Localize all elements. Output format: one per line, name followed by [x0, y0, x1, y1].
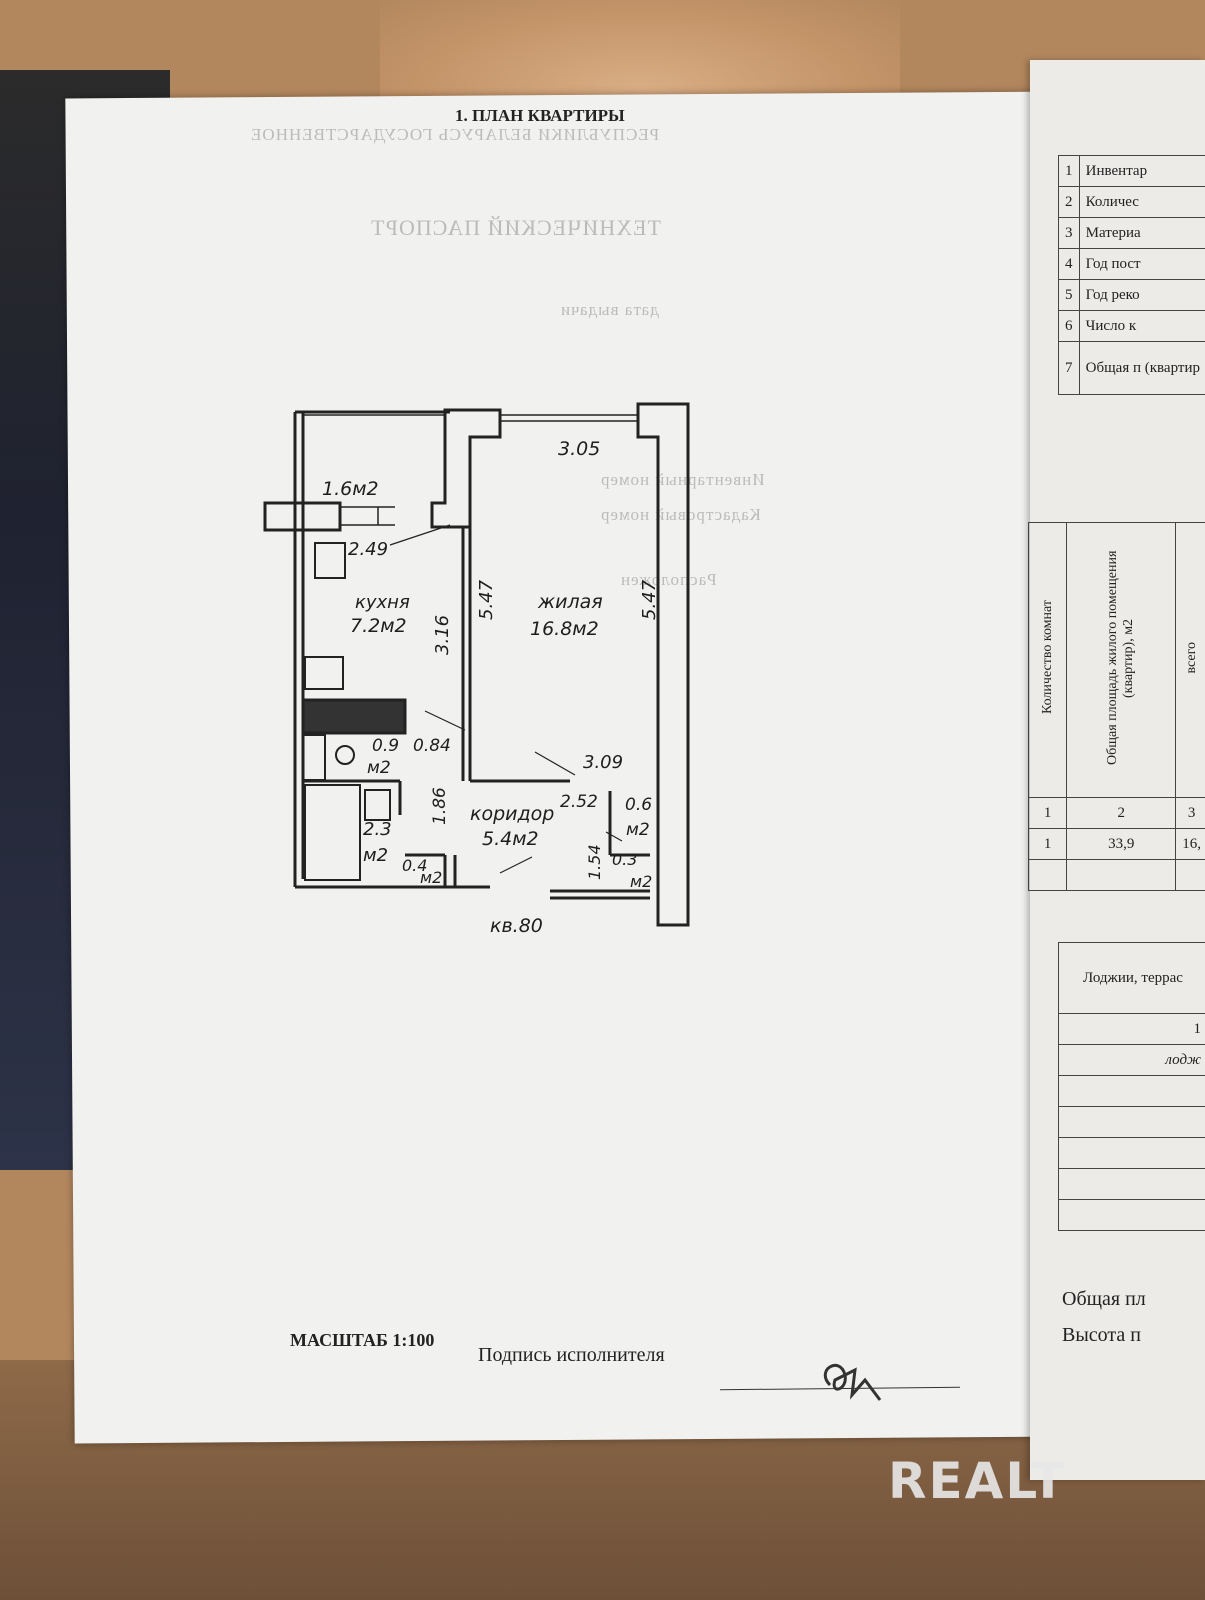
total-area-value: 33,9: [1066, 828, 1177, 860]
table-row: 1 2 3: [1027, 797, 1205, 829]
scale-label: МАСШТАБ 1:100: [290, 1330, 435, 1350]
corridor-width-label: 3.09: [583, 752, 623, 773]
table-row: [1058, 1137, 1205, 1169]
living-width-label: 3.05: [558, 438, 600, 460]
row-number: 6: [1058, 310, 1080, 342]
header-cell: всего: [1175, 522, 1205, 798]
balcony-width-label: 2.49: [348, 539, 388, 560]
loggia-table: Лоджии, террас 1 лодж: [1058, 942, 1205, 1231]
row-text: Инвентар: [1078, 155, 1205, 187]
signature-label: Подпись исполнителя: [478, 1344, 665, 1366]
corridor-label: коридор: [470, 803, 554, 825]
storage-b-area-unit: м2: [630, 872, 652, 891]
total-area-note: Общая пл: [1062, 1288, 1146, 1310]
closet-area-label: 0.4: [402, 856, 427, 875]
table-row: [1058, 1075, 1205, 1107]
apartment-area-table: Количество комнат Общая площадь жилого п…: [1027, 522, 1205, 891]
storage-b-area-label: 0.3: [612, 850, 637, 869]
row-number: 5: [1058, 279, 1080, 311]
row-number: 2: [1058, 186, 1080, 218]
signature-mark: [823, 1363, 882, 1401]
kitchen-label: кухня: [355, 592, 410, 613]
row-number: 4: [1058, 248, 1080, 280]
row-text: Год реко: [1078, 279, 1205, 311]
table-header-row: Количество комнат Общая площадь жилого п…: [1027, 522, 1205, 798]
closet-area-unit: м2: [420, 868, 442, 887]
storage-a-area-unit: м2: [626, 820, 650, 840]
bath-length-label: 1.86: [430, 787, 450, 825]
living-length-right-label: 5.47: [639, 579, 660, 620]
living-area-label: 16.8м2: [530, 618, 599, 640]
bath-area-unit: м2: [363, 845, 388, 866]
header-cell: Количество комнат: [1027, 522, 1068, 798]
kitchen-area-label: 7.2м2: [350, 615, 407, 637]
kitchen-length-label: 3.16: [432, 615, 453, 655]
page-title: 1. ПЛАН КВАРТИРЫ: [455, 106, 625, 125]
background-skin: [380, 0, 900, 110]
index-cell: 2: [1066, 797, 1177, 829]
living-area-value: 16,: [1175, 828, 1205, 860]
table-header-row: Лоджии, террас: [1058, 942, 1205, 1014]
bleed-through-text: дата выдачи: [560, 300, 659, 319]
bath-area-label: 2.3: [363, 819, 392, 840]
realt-watermark: REALT: [888, 1452, 1068, 1510]
wc-area-unit: м2: [367, 758, 391, 778]
table-row: лодж: [1058, 1044, 1205, 1076]
loggia-sub: 1: [1058, 1013, 1205, 1045]
row-number: 3: [1058, 217, 1080, 249]
index-cell: 1: [1027, 797, 1068, 829]
wc-width-label: 0.84: [413, 736, 451, 756]
height-note: Высота п: [1062, 1324, 1141, 1346]
storage-a-area-label: 0.6: [625, 795, 652, 815]
header-cell: Общая площадь жилого помещения (квартир)…: [1066, 522, 1177, 798]
corridor-area-label: 5.4м2: [482, 828, 539, 850]
header-total-area: Общая площадь жилого помещения (квартир)…: [1105, 550, 1137, 765]
living-length-left-label: 5.47: [476, 579, 497, 620]
rooms-count-value: 1: [1027, 828, 1068, 860]
wc-area-label: 0.9: [372, 736, 399, 756]
loggia-header: Лоджии, террас: [1058, 942, 1205, 1014]
table-row: [1058, 1199, 1205, 1231]
floor-plan: 1.6м2 2.49 кухня 7.2м2 3.16 5.47 5.47 3.…: [263, 402, 690, 937]
row-number: 7: [1058, 341, 1080, 395]
row-text: Год пост: [1078, 248, 1205, 280]
storage-b-length-label: 1.54: [585, 844, 604, 880]
table-row: [1058, 1106, 1205, 1138]
table-row: 1 33,9 16,: [1027, 828, 1205, 860]
header-rooms-count: Количество комнат: [1039, 600, 1055, 715]
row-text: Количес: [1078, 186, 1205, 218]
bleed-through-text: ТЕХНИЧЕСКИЙ ПАСПОРТ: [370, 215, 661, 240]
apartment-number-label: кв.80: [490, 915, 543, 937]
header-all: всего: [1183, 641, 1199, 674]
index-cell: 3: [1175, 797, 1205, 829]
living-label: жилая: [537, 591, 603, 613]
corridor-length-label: 2.52: [560, 792, 598, 812]
loggia-row: лодж: [1058, 1044, 1205, 1076]
table-row: 1: [1058, 1013, 1205, 1045]
bleed-through-text: РЕСПУБЛИКИ БЕЛАРУСЬ ГОСУДАРСТВЕННОЕ: [250, 125, 660, 144]
row-text: Число к: [1078, 310, 1205, 342]
table-row: [1027, 859, 1205, 891]
balcony-area-label: 1.6м2: [322, 478, 379, 500]
table-row: [1058, 1168, 1205, 1200]
row-text: Общая п (квартир: [1078, 341, 1205, 395]
row-number: 1: [1058, 155, 1080, 187]
row-text: Материа: [1078, 217, 1205, 249]
